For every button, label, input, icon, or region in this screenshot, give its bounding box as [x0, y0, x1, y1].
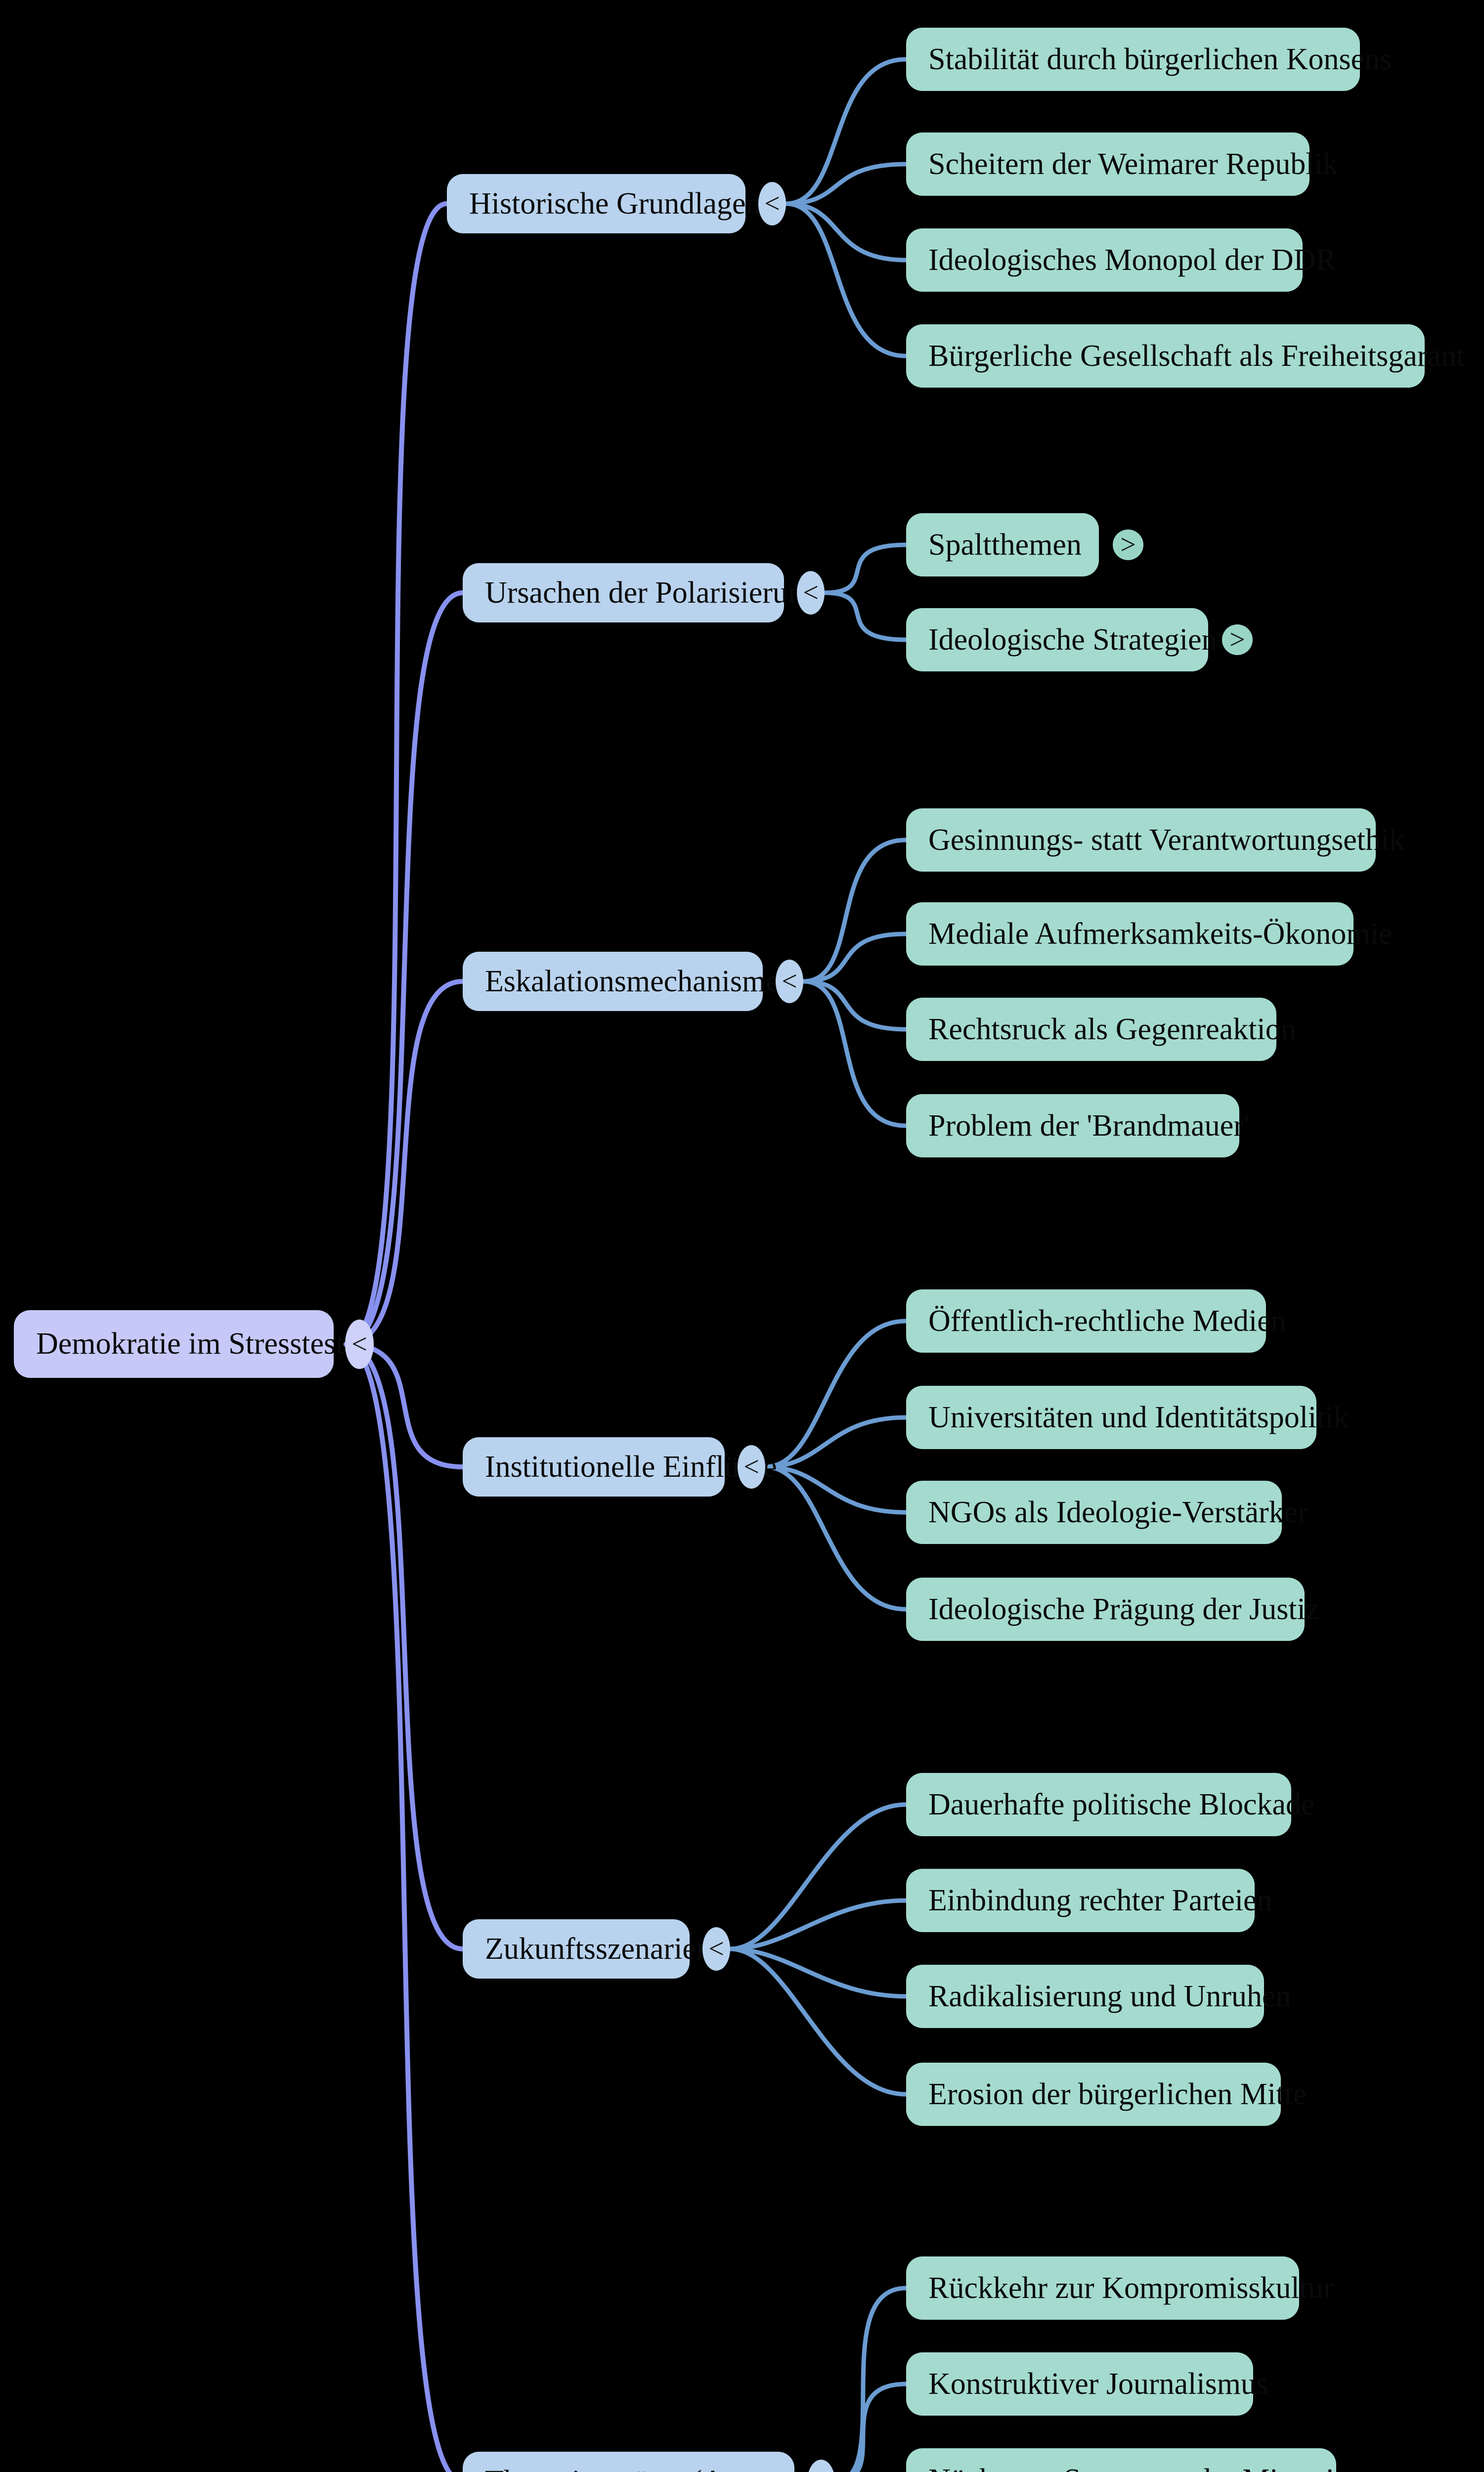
leaf-node-dauerhafte-politische-blockade: Dauerhafte politische Blockade	[906, 1773, 1315, 1836]
branch-node-label: Institutionelle Einflüsse	[485, 1450, 777, 1484]
collapse-button-eskalationsmechanismen[interactable]: <	[776, 960, 803, 1003]
branch-node-therapieans-tze-auswege: Therapieansätze (Auswege)	[463, 2452, 826, 2472]
leaf-node-scheitern-der-weimarer-republik: Scheitern der Weimarer Republik	[906, 132, 1338, 196]
edge-institutionelle-einfl-sse-to-ffentlich-rechtliche-medien	[763, 1319, 909, 1469]
edge-zukunftsszenarien-to-dauerhafte-politische-blockade	[728, 1802, 909, 1951]
leaf-node-gesinnungs-statt-verantwortungsethik: Gesinnungs- statt Verantwortungsethik	[906, 808, 1404, 872]
leaf-node-label: Stabilität durch bürgerlichen Konsens	[928, 42, 1392, 76]
edge-eskalationsmechanismen-to-problem-der-brandmauer	[801, 979, 909, 1128]
branch-node-label: Therapieansätze (Auswege)	[485, 2464, 826, 2472]
root-node-label: Demokratie im Stresstest	[36, 1327, 345, 1361]
edge-therapieans-tze-auswege-to-konstruktiver-journalismus	[854, 2382, 909, 2472]
branch-node-label: Ursachen der Polarisierung	[485, 575, 819, 610]
leaf-node-label: Nüchterne Steuerung der Migration	[928, 2463, 1365, 2472]
edge-historische-grundlagen-to-b-rgerliche-gesellschaft-als-freiheitsga	[784, 201, 909, 358]
leaf-node-label: Spaltthemen	[928, 528, 1082, 562]
edge-institutionelle-einfl-sse-to-universit-ten-und-identit-tspolitik	[763, 1415, 909, 1469]
leaf-node-label: Konstruktiver Journalismus	[928, 2367, 1268, 2401]
leaf-node-ngos-als-ideologie-verst-rker: NGOs als Ideologie-Verstärker	[906, 1481, 1308, 1544]
expand-icon: >	[1229, 624, 1245, 655]
leaf-node-b-rgerliche-gesellschaft-als-freiheitsga: Bürgerliche Gesellschaft als Freiheitsga…	[906, 324, 1465, 388]
leaf-node-rechtsruck-als-gegenreaktion: Rechtsruck als Gegenreaktion	[906, 998, 1296, 1061]
collapse-button-zukunftsszenarien[interactable]: <	[702, 1927, 730, 1971]
leaf-node-universit-ten-und-identit-tspolitik: Universitäten und Identitätspolitik	[906, 1386, 1349, 1449]
collapse-icon: <	[351, 1329, 367, 1360]
leaf-node-label: Radikalisierung und Unruhen	[928, 1979, 1291, 2013]
collapse-icon: <	[813, 2468, 829, 2472]
leaf-node-label: Ideologisches Monopol der DDR	[928, 243, 1336, 277]
branch-node-label: Historische Grundlagen	[469, 186, 761, 221]
leaf-node-label: Einbindung rechter Parteien	[928, 1883, 1272, 1917]
edge-root-to-ursachen-der-polarisierung	[344, 590, 465, 1347]
leaf-node-erosion-der-b-rgerlichen-mitte: Erosion der bürgerlichen Mitte	[906, 2063, 1307, 2126]
edge-therapieans-tze-auswege-to-r-ckkehr-zur-kompromisskultur	[849, 2286, 909, 2472]
leaf-node-spaltthemen: Spaltthemen	[906, 513, 1099, 576]
leaf-node-ffentlich-rechtliche-medien: Öffentlich-rechtliche Medien	[906, 1289, 1286, 1353]
root-collapse-button[interactable]: <	[345, 1320, 374, 1369]
branch-node-historische-grundlagen: Historische Grundlagen	[447, 174, 761, 233]
leaf-node-label: Gesinnungs- statt Verantwortungsethik	[928, 823, 1405, 857]
edge-zukunftsszenarien-to-radikalisierung-und-unruhen	[728, 1946, 909, 1999]
leaf-node-label: Ideologische Prägung der Justiz	[928, 1592, 1319, 1626]
branch-node-eskalationsmechanismen: Eskalationsmechanismen	[463, 952, 795, 1011]
collapse-icon: <	[764, 188, 780, 219]
leaf-node-label: Rückkehr zur Kompromisskultur	[928, 2271, 1334, 2305]
leaf-node-label: Mediale Aufmerksamkeits-Ökonomie	[928, 917, 1393, 951]
leaf-node-ideologisches-monopol-der-ddr: Ideologisches Monopol der DDR	[906, 228, 1336, 292]
edge-institutionelle-einfl-sse-to-ideologische-pr-gung-der-justiz	[763, 1464, 909, 1612]
branch-node-label: Zukunftsszenarien	[485, 1932, 711, 1966]
leaf-node-konstruktiver-journalismus: Konstruktiver Journalismus	[906, 2352, 1268, 2416]
edge-root-to-zukunftsszenarien	[344, 1342, 465, 1951]
expand-button-spaltthemen[interactable]: >	[1113, 530, 1143, 560]
leaf-node-problem-der-brandmauer: Problem der 'Brandmauer'	[906, 1094, 1249, 1157]
edge-historische-grundlagen-to-scheitern-der-weimarer-republik	[784, 162, 909, 206]
edge-eskalationsmechanismen-to-gesinnungs-statt-verantwortungsethik	[801, 838, 909, 984]
collapse-button-historische-grundlagen[interactable]: <	[758, 182, 786, 225]
leaf-node-label: Ideologische Strategien	[928, 622, 1217, 657]
edge-ursachen-der-polarisierung-to-spaltthemen	[822, 542, 909, 595]
leaf-node-mediale-aufmerksamkeits-konomie: Mediale Aufmerksamkeits-Ökonomie	[906, 902, 1392, 966]
leaf-node-n-chterne-steuerung-der-migration: Nüchterne Steuerung der Migration	[906, 2448, 1365, 2472]
leaf-node-radikalisierung-und-unruhen: Radikalisierung und Unruhen	[906, 1965, 1291, 2028]
leaf-node-ideologische-strategien: Ideologische Strategien	[906, 608, 1217, 671]
leaf-node-label: Dauerhafte politische Blockade	[928, 1787, 1315, 1821]
leaf-node-r-ckkehr-zur-kompromisskultur: Rückkehr zur Kompromisskultur	[906, 2256, 1334, 2320]
branch-node-label: Eskalationsmechanismen	[485, 964, 795, 998]
expand-button-ideologische-strategien[interactable]: >	[1222, 624, 1253, 655]
edge-zukunftsszenarien-to-einbindung-rechter-parteien	[728, 1898, 909, 1951]
leaf-node-label: Problem der 'Brandmauer'	[928, 1108, 1250, 1143]
expand-icon: >	[1120, 530, 1136, 560]
edge-eskalationsmechanismen-to-mediale-aufmerksamkeits-konomie	[801, 931, 909, 984]
edge-historische-grundlagen-to-stabilit-t-durch-b-rgerlichen-konsens	[784, 57, 909, 206]
edge-institutionelle-einfl-sse-to-ngos-als-ideologie-verst-rker	[763, 1464, 909, 1515]
collapse-icon: <	[782, 966, 797, 997]
collapse-icon: <	[708, 1934, 724, 1964]
edge-historische-grundlagen-to-ideologisches-monopol-der-ddr	[784, 201, 909, 263]
leaf-node-label: Rechtsruck als Gegenreaktion	[928, 1012, 1296, 1046]
edge-eskalationsmechanismen-to-rechtsruck-als-gegenreaktion	[801, 979, 909, 1032]
collapse-icon: <	[803, 577, 819, 608]
leaf-node-label: Bürgerliche Gesellschaft als Freiheitsga…	[928, 339, 1465, 373]
edge-zukunftsszenarien-to-erosion-der-b-rgerlichen-mitte	[728, 1946, 909, 2097]
edge-root-to-therapieans-tze-auswege	[344, 1342, 452, 2472]
edge-root-to-institutionelle-einfl-sse	[344, 1342, 465, 1469]
edge-ursachen-der-polarisierung-to-ideologische-strategien	[822, 590, 909, 642]
branch-node-ursachen-der-polarisierung: Ursachen der Polarisierung	[463, 563, 819, 622]
leaf-node-ideologische-pr-gung-der-justiz: Ideologische Prägung der Justiz	[906, 1578, 1319, 1641]
root-node: Demokratie im Stresstest	[14, 1310, 344, 1378]
branch-node-zukunftsszenarien: Zukunftsszenarien	[463, 1919, 711, 1979]
leaf-node-label: Universitäten und Identitätspolitik	[928, 1400, 1349, 1434]
leaf-node-einbindung-rechter-parteien: Einbindung rechter Parteien	[906, 1869, 1272, 1932]
leaf-node-label: Erosion der bürgerlichen Mitte	[928, 2077, 1307, 2111]
collapse-icon: <	[743, 1452, 759, 1482]
collapse-button-institutionelle-einfl-sse[interactable]: <	[738, 1445, 765, 1489]
leaf-node-label: Öffentlich-rechtliche Medien	[928, 1304, 1286, 1338]
leaf-node-label: NGOs als Ideologie-Verstärker	[928, 1495, 1308, 1529]
edge-root-to-historische-grundlagen	[344, 201, 449, 1347]
collapse-button-ursachen-der-polarisierung[interactable]: <	[797, 571, 825, 615]
edge-root-to-eskalationsmechanismen	[344, 979, 465, 1347]
leaf-node-stabilit-t-durch-b-rgerlichen-konsens: Stabilität durch bürgerlichen Konsens	[906, 28, 1392, 91]
branch-node-institutionelle-einfl-sse: Institutionelle Einflüsse	[463, 1437, 777, 1497]
leaf-node-label: Scheitern der Weimarer Republik	[928, 147, 1338, 181]
